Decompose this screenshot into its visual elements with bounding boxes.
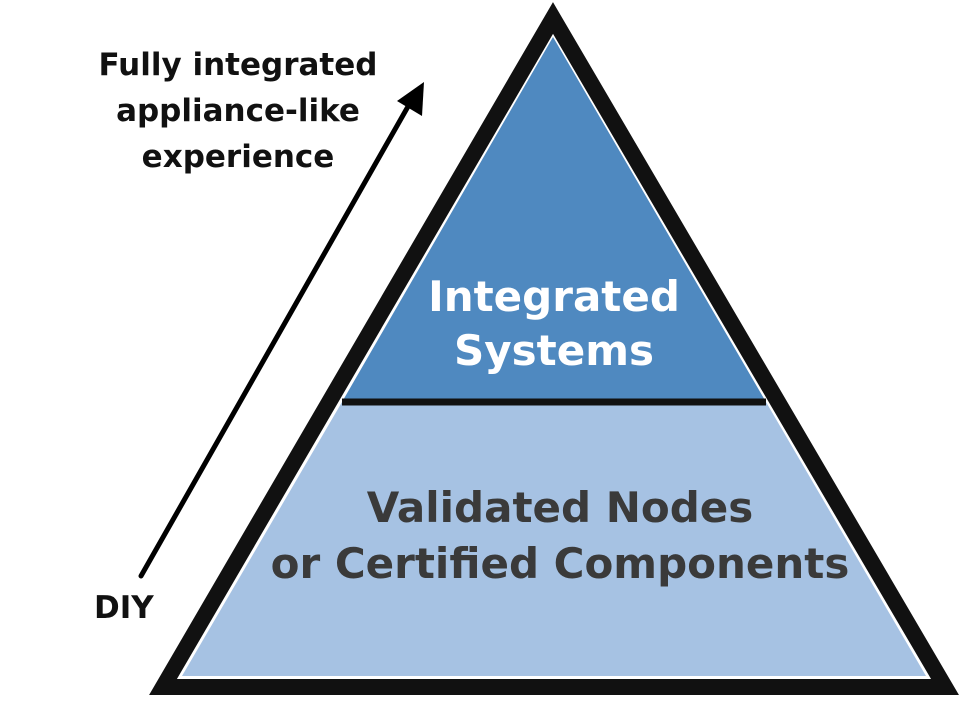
fully-integrated-label: Fully integrated appliance-like experien… — [98, 47, 378, 175]
integrated-systems-label: Integrated Systems — [428, 272, 680, 375]
pyramid-outline — [149, 2, 959, 695]
pyramid-tier-bottom — [182, 402, 926, 676]
validated-nodes-label: Validated Nodes or Certified Components — [270, 483, 850, 588]
pyramid-tier-top — [342, 37, 766, 402]
progress-arrow-head — [397, 82, 424, 116]
diy-label: DIY — [94, 590, 154, 626]
progress-arrow-shaft — [138, 100, 413, 579]
